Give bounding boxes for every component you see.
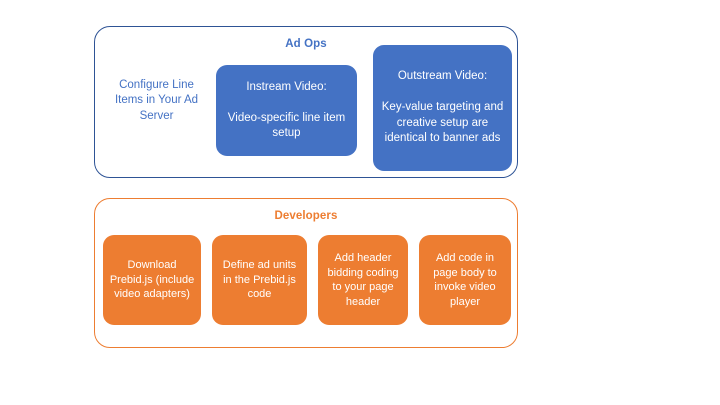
ad-ops-group-title: Ad Ops bbox=[285, 38, 327, 50]
add-page-body-code-text: Add code in page body to invoke video pl… bbox=[433, 252, 497, 308]
configure-line-items-text: Configure Line Items in Your Ad Server bbox=[114, 78, 199, 122]
download-prebid-text: Download Prebid.js (include video adapte… bbox=[109, 259, 195, 301]
add-header-bidding-code-text: Add header bidding coding to your page h… bbox=[327, 252, 399, 308]
configure-line-items-node: Configure Line Items in Your Ad Server bbox=[104, 70, 209, 132]
add-page-body-code-box: Add code in page body to invoke video pl… bbox=[419, 235, 511, 325]
outstream-video-text: Outstream Video: Key-value targeting and… bbox=[381, 70, 504, 145]
download-prebid-box: Download Prebid.js (include video adapte… bbox=[103, 235, 201, 325]
add-header-bidding-code-box: Add header bidding coding to your page h… bbox=[318, 235, 408, 325]
define-ad-units-box: Define ad units in the Prebid.js code bbox=[212, 235, 307, 325]
outstream-video-box: Outstream Video: Key-value targeting and… bbox=[373, 45, 512, 171]
developers-group-title: Developers bbox=[274, 210, 338, 222]
define-ad-units-text: Define ad units in the Prebid.js code bbox=[222, 259, 297, 301]
instream-video-text: Instream Video: Video-specific line item… bbox=[227, 80, 346, 140]
instream-video-box: Instream Video: Video-specific line item… bbox=[216, 65, 357, 156]
